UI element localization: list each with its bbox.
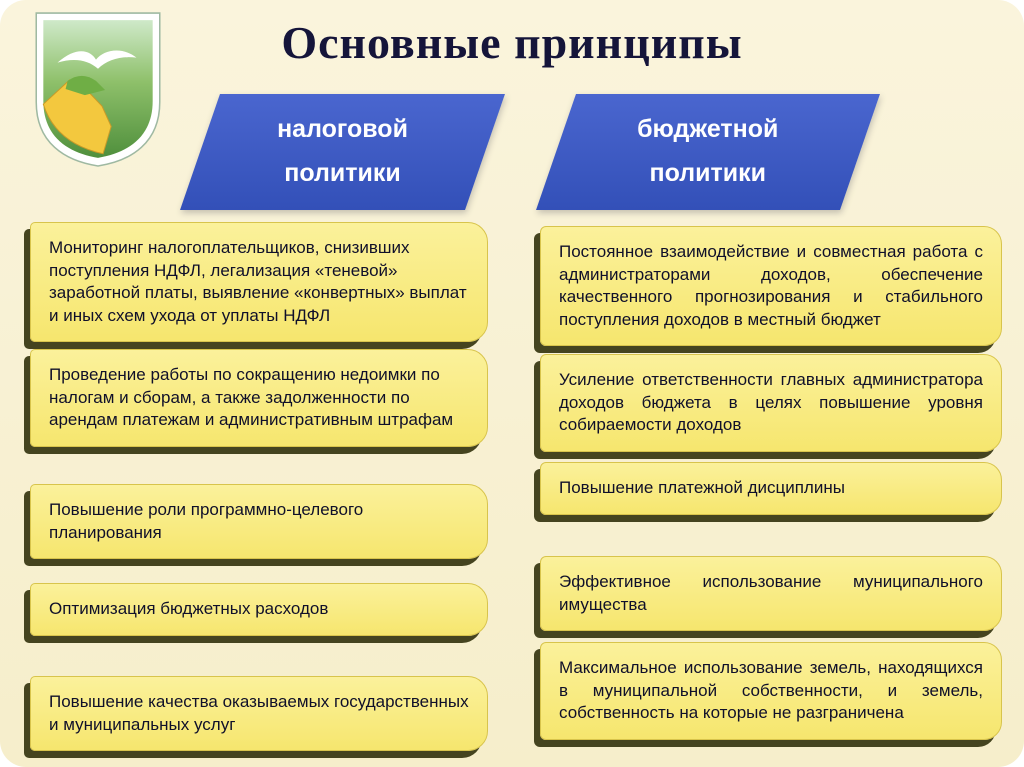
- emblem: [30, 8, 166, 170]
- tax-policy-item-1: Мониторинг налогоплательщиков, снизивших…: [30, 222, 488, 343]
- cliff-icon: [42, 79, 112, 155]
- seagull-icon: [57, 50, 137, 69]
- tax-policy-item-3: Повышение роли программно-целевого плани…: [30, 484, 488, 560]
- page-title: Основные принципы: [281, 17, 743, 68]
- tax-policy-item-2: Проведение работы по сокращению недоимки…: [30, 349, 488, 447]
- column-header-tax-policy: налоговой политики: [180, 94, 505, 210]
- column-header-tax-policy-label: налоговой политики: [277, 115, 408, 187]
- coat-of-arms-icon: [35, 12, 161, 167]
- budget-policy-item-5: Максимальное использование земель, наход…: [540, 642, 1002, 740]
- budget-policy-item-2: Усиление ответственности главных админис…: [540, 354, 1002, 452]
- budget-policy-item-3: Повышение платежной дисциплины: [540, 462, 1002, 515]
- budget-policy-item-1: Постоянное взаимодействие и совместная р…: [540, 226, 1002, 347]
- column-header-budget-policy: бюджетной политики: [536, 94, 880, 210]
- column-header-budget-policy-label: бюджетной политики: [637, 115, 779, 187]
- tax-policy-item-5: Повышение качества оказываемых государст…: [30, 676, 488, 752]
- tax-policy-item-4: Оптимизация бюджетных расходов: [30, 583, 488, 636]
- budget-policy-item-4: Эффективное использование муниципального…: [540, 556, 1002, 632]
